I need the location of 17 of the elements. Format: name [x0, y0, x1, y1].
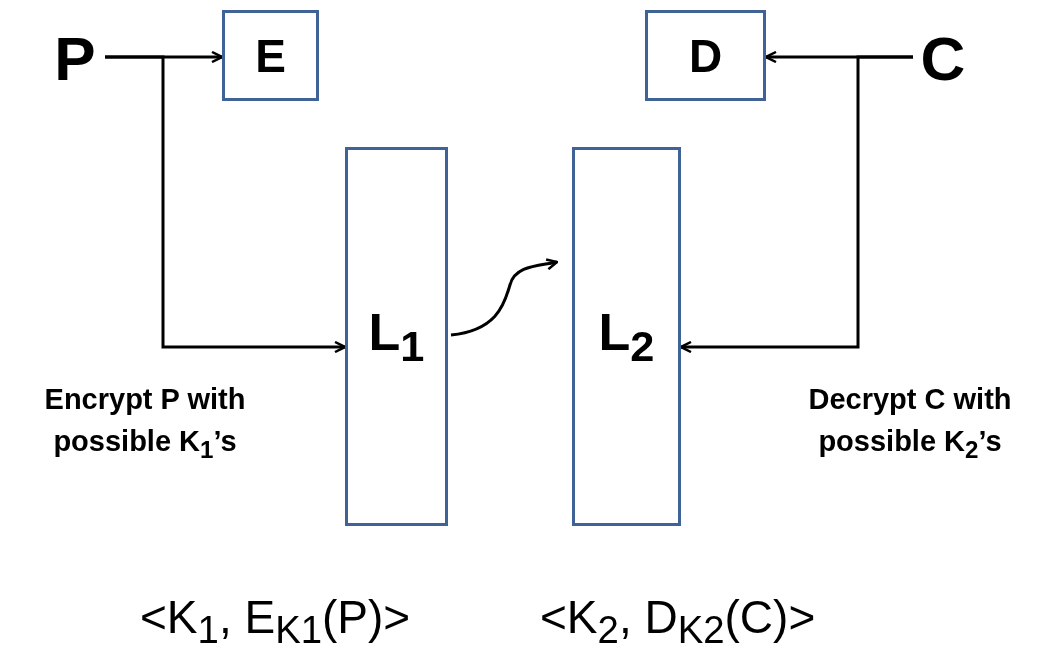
box-label: D — [688, 28, 723, 83]
note-text: Decrypt C with possible K$_{2}$’s — [807, 382, 1013, 465]
process-box — [222, 10, 319, 101]
note-text: Encrypt P with possible K$_{1}$’s — [43, 382, 247, 465]
node-label: C — [908, 22, 978, 94]
process-box — [645, 10, 766, 101]
box-label: L$_{2}$ — [598, 301, 655, 372]
arrow — [679, 55, 913, 354]
node-label: P — [40, 22, 110, 94]
box-label: L$_{1}$ — [368, 301, 425, 372]
arrow — [450, 257, 559, 337]
process-box — [345, 147, 448, 526]
formula-text: <K$_{2}$, D$_{K2}$(C)> — [540, 590, 816, 653]
arrow — [105, 55, 347, 354]
formula-text: <K$_{1}$, E$_{K1}$(P)> — [140, 590, 411, 653]
box-label: E — [255, 28, 286, 83]
process-box — [572, 147, 681, 526]
